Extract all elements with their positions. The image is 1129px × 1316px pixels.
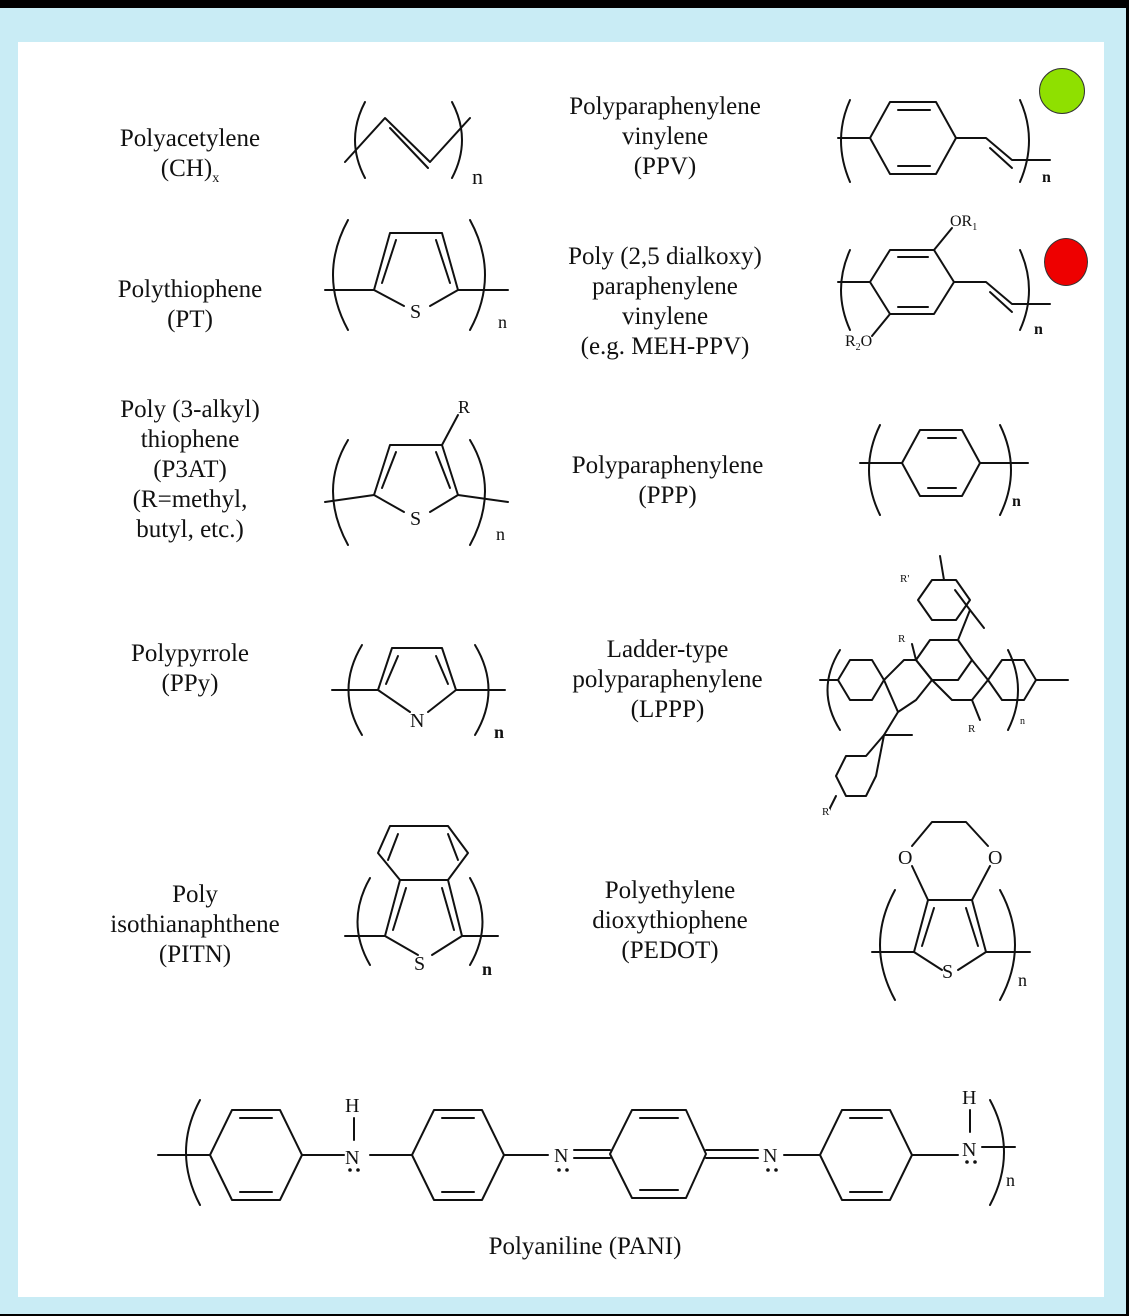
atom-n-amine: N: [345, 1147, 359, 1169]
subscript-n: n: [1018, 970, 1027, 990]
formula-ch-x: (CH)x: [160, 155, 220, 186]
subscript-n: n: [472, 164, 483, 189]
structure-ppp: n: [859, 424, 1029, 516]
subscript-n: n: [482, 959, 492, 979]
lone-pair: [348, 1168, 352, 1172]
atom-s: S: [410, 508, 421, 530]
green-dot-marker: [1039, 68, 1085, 114]
label-polyaniline: Polyaniline (PANI): [488, 1233, 682, 1260]
lone-pair: [774, 1168, 778, 1172]
label-polypyrrole: Polypyrrole(PPy): [130, 640, 250, 697]
structure-lppp: R' R R R' n: [819, 555, 1069, 818]
atom-s: S: [942, 961, 953, 983]
subscript-n: n: [1020, 716, 1025, 727]
lone-pair: [766, 1168, 770, 1172]
subscript-n: n: [1012, 493, 1021, 510]
structure-polythiophene: S n: [324, 219, 509, 332]
label-p3at: Poly (3-alkyl)thiophene(P3AT)(R=methyl,b…: [120, 396, 260, 543]
atom-r-prime-top: R': [900, 573, 909, 585]
atom-s: S: [410, 301, 421, 323]
label-polyacetylene: Polyacetylene (CH)x: [90, 124, 290, 194]
structure-ppv: n: [837, 99, 1051, 186]
subscript-n: n: [494, 722, 504, 742]
atom-h: H: [962, 1087, 976, 1109]
structure-polypyrrole: N n: [331, 644, 506, 742]
atom-r-top: R: [898, 633, 906, 645]
subscript-n: n: [1042, 169, 1051, 186]
subscript-n: n: [496, 524, 505, 544]
subscript-n: n: [1006, 1170, 1015, 1190]
structure-polyacetylene: n: [344, 101, 483, 189]
atom-o-right: O: [988, 847, 1002, 869]
structure-polyaniline: H N N N H N n: [157, 1087, 1016, 1206]
label-polythiophene: Polythiophene(PT): [117, 276, 263, 333]
atom-n-imine: N: [763, 1145, 777, 1167]
red-dot-marker: [1044, 238, 1088, 286]
atom-r: R: [458, 397, 470, 417]
structure-meh-ppv: OR1 R2O n: [837, 213, 1051, 353]
substituent-or1: OR1: [950, 213, 977, 233]
atom-o-left: O: [898, 847, 912, 869]
structure-pedot: O O S n: [871, 821, 1031, 1001]
atom-r-prime-bottom: R': [822, 806, 831, 818]
label-ppp: Polyparaphenylene(PPP): [571, 452, 764, 509]
structure-p3at: R S n: [324, 397, 509, 546]
lone-pair: [565, 1168, 569, 1172]
subscript-n: n: [498, 312, 507, 332]
substituent-r2o: R2O: [845, 333, 872, 353]
atom-n: N: [410, 710, 424, 732]
atom-s: S: [414, 953, 425, 975]
atom-h: H: [345, 1095, 359, 1117]
subscript-n: n: [1034, 321, 1043, 338]
lone-pair: [973, 1160, 977, 1164]
lone-pair: [356, 1168, 360, 1172]
atom-r-bottom: R: [968, 723, 976, 735]
atom-n-imine: N: [554, 1145, 568, 1167]
structure-pitn: S n: [344, 825, 499, 979]
lone-pair: [557, 1168, 561, 1172]
atom-n-amine: N: [962, 1139, 976, 1161]
lone-pair: [965, 1160, 969, 1164]
